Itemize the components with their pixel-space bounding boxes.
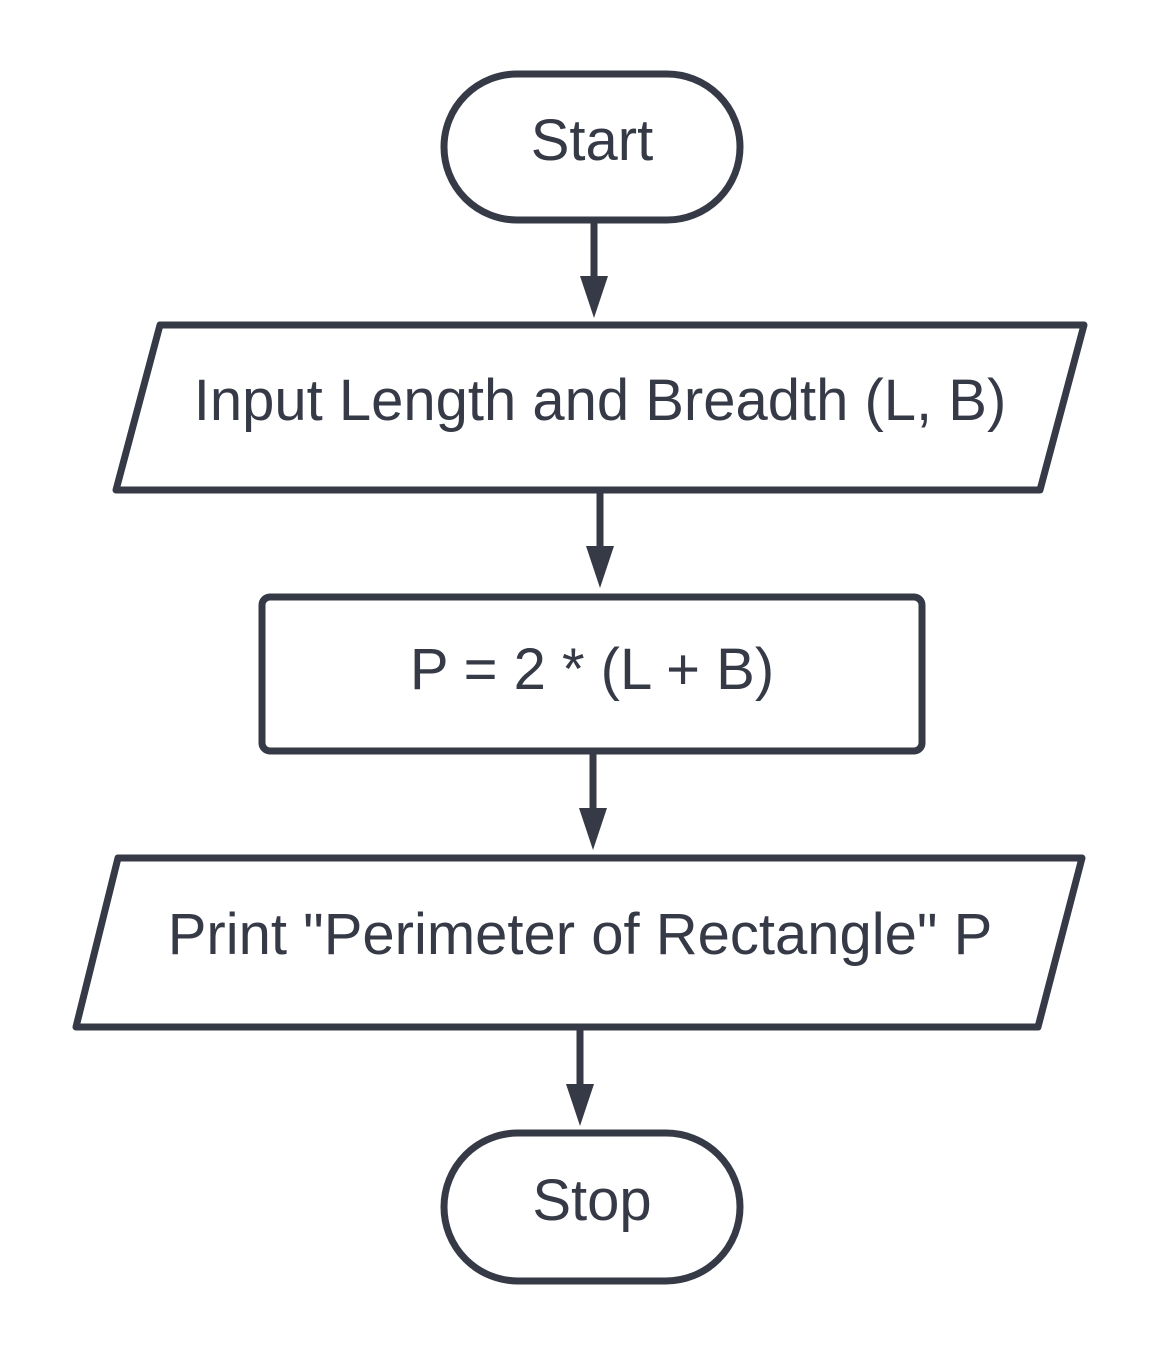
input-label: Input Length and Breadth (L, B) [194,368,1007,433]
input-parallelogram-shape [112,321,1088,494]
output-label: Print "Perimeter of Rectangle" P [168,902,993,967]
input-node: Input Length and Breadth (L, B) [112,321,1088,494]
arrowhead-icon [579,808,607,850]
arrowhead-icon [580,276,608,318]
arrowhead-icon [586,546,614,588]
output-parallelogram-shape [72,854,1086,1031]
stop-node: Stop [440,1129,744,1285]
arrowhead-icon [566,1084,594,1126]
process-node: P = 2 * (L + B) [258,593,926,755]
output-node: Print "Perimeter of Rectangle" P [72,854,1086,1031]
process-label: P = 2 * (L + B) [410,637,774,702]
arrow-output-to-stop [566,1027,594,1126]
arrow-start-to-input [580,220,608,318]
arrow-input-to-process [586,490,614,588]
arrow-process-to-output [579,751,607,850]
start-node: Start [440,70,744,224]
stop-label: Stop [532,1168,651,1233]
start-label: Start [531,108,654,173]
stop-terminator-shape [440,1129,744,1285]
